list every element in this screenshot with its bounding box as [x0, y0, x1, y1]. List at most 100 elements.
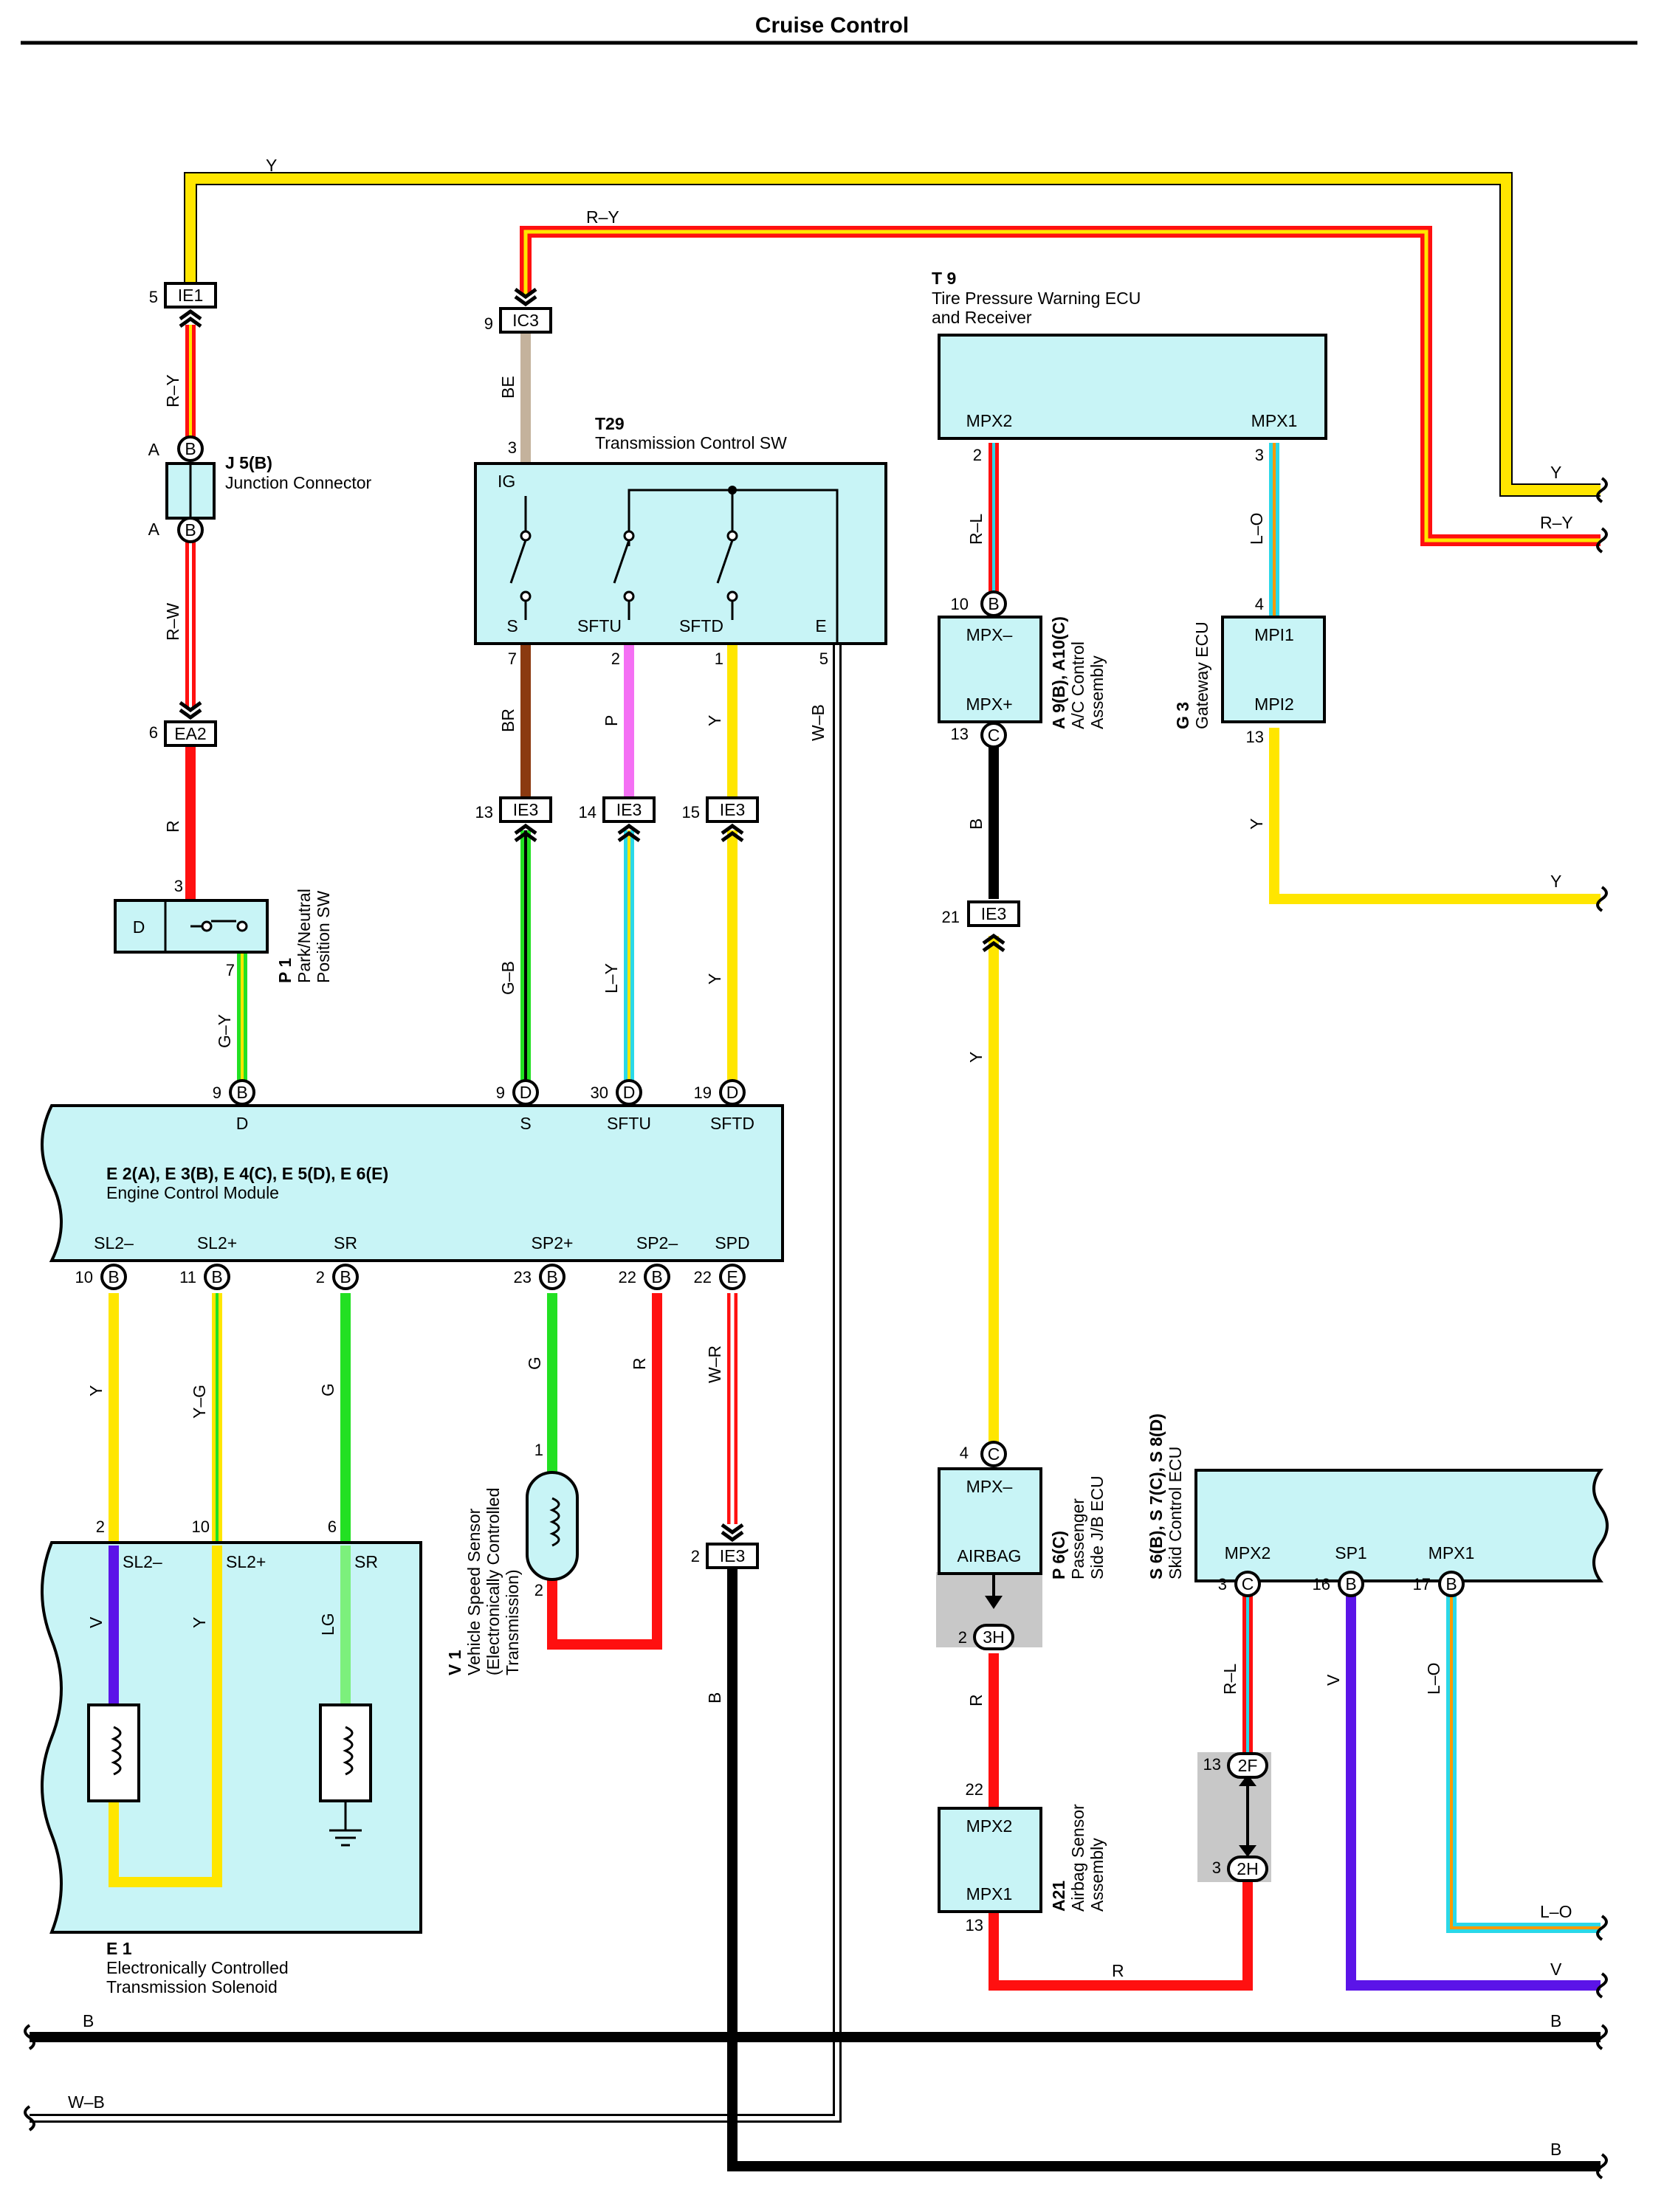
- wire_labels-v_s6: V: [1324, 1674, 1343, 1686]
- components-ecm-top_pins-0: D: [236, 1114, 249, 1133]
- junction-connector-j2h: 3H: [973, 1624, 1014, 1650]
- pins-a21_bot: 13: [966, 1916, 983, 1934]
- round-connector-letter: D: [520, 1083, 532, 1102]
- j5-pin-bottom: A: [148, 520, 160, 539]
- wire-y-top-outline: [184, 172, 1601, 497]
- wire_labels-right_y2: Y: [1550, 872, 1561, 891]
- components-v1-name2: (Electronically Controlled: [484, 1488, 503, 1675]
- wire_labels-r_p1: R: [163, 820, 182, 833]
- pins-a21_top: 22: [966, 1780, 983, 1799]
- round-connector: C: [1234, 1571, 1261, 1597]
- pins-ie3_14: 14: [579, 803, 597, 821]
- components-ecm-top_pins-1: S: [520, 1114, 531, 1133]
- pins-e1_sl2p: 10: [192, 1517, 210, 1536]
- components-e1-sl2m: SL2–: [123, 1552, 162, 1571]
- components-t9-name2: and Receiver: [932, 308, 1032, 327]
- connector-ie3: IE3: [499, 796, 552, 843]
- pins-ecm_sp2p: 23: [514, 1268, 532, 1286]
- components-t29-sftd: SFTD: [679, 616, 723, 635]
- round-connector-letter: B: [211, 1267, 222, 1286]
- pins-p6_top: 4: [960, 1444, 969, 1462]
- round-connector: B: [980, 590, 1007, 617]
- components-v1-name1: Vehicle Speed Sensor: [464, 1508, 484, 1675]
- pins-p1_out: 7: [226, 961, 235, 979]
- components-e1-sl2p: SL2+: [226, 1552, 266, 1571]
- wire_labels-r_p6: R: [966, 1694, 986, 1706]
- components-ecm-top_pins-3: SFTD: [710, 1114, 754, 1133]
- round-connector: B: [229, 1079, 255, 1106]
- wire_labels-right_ry: R–Y: [1540, 513, 1573, 532]
- components-t29-ig: IG: [498, 472, 515, 491]
- pins-ea2: 6: [149, 723, 158, 742]
- round-connector-letter: D: [726, 1083, 739, 1102]
- ac-control-a9: MPX– MPX+ A 9(B), A10(C) A/C Control Ass…: [938, 616, 1107, 729]
- wire_labels-right_y1: Y: [1550, 463, 1561, 482]
- round-connector: D: [719, 1079, 746, 1106]
- pins-ecm_s: 9: [496, 1083, 505, 1102]
- components-a21-name1: Airbag Sensor: [1068, 1804, 1087, 1912]
- components-p1-d: D: [133, 917, 145, 937]
- components-s6-sp1: SP1: [1335, 1543, 1366, 1562]
- engine-control-module: E 2(A), E 3(B), E 4(C), E 5(D), E 6(E) E…: [41, 1104, 784, 1262]
- junction-connector-label: 3H: [983, 1627, 1004, 1647]
- pins-t29_e: 5: [819, 650, 828, 668]
- components-ecm-bottom_pins-0: SL2–: [94, 1233, 134, 1253]
- components-p6-code: P 6(C): [1049, 1531, 1068, 1579]
- components-ecm-bottom_pins-3: SP2+: [532, 1233, 574, 1253]
- components-ecm-bottom_pins-2: SR: [334, 1233, 357, 1253]
- round-connector-letter: B: [1345, 1574, 1356, 1593]
- wire_labels-right_b2: B: [1550, 2140, 1561, 2159]
- pins-v1_2: 2: [534, 1581, 543, 1599]
- round-connector-letter: B: [108, 1267, 119, 1286]
- connector-ie3: IE3: [967, 900, 1020, 953]
- wire_labels-be: BE: [498, 376, 518, 399]
- pins-s6_mpx1: 17: [1413, 1575, 1431, 1593]
- connector-ea2: EA2: [164, 700, 217, 747]
- pins-t29_s: 7: [508, 650, 517, 668]
- junction-connector-label: 2H: [1237, 1859, 1258, 1878]
- gateway-ecu-g3: MPI1 MPI2 G 3 Gateway ECU: [1173, 616, 1326, 729]
- wire_labels-gb: G–B: [498, 961, 518, 995]
- connector-label: IE3: [981, 904, 1007, 923]
- wire-labels: Y R–Y R–Y R–W R G–Y BE BR P Y W–B G–B L–…: [68, 156, 1573, 2159]
- round-connector-letter: B: [236, 1083, 247, 1102]
- round-connector-letter: C: [1242, 1574, 1254, 1593]
- pins-p6_bot: 2: [958, 1628, 967, 1647]
- components-s6-name: Skid Control ECU: [1166, 1447, 1185, 1579]
- wire_labels-y_sftd2: Y: [705, 974, 724, 985]
- wire_labels-y_sl2m: Y: [86, 1385, 106, 1396]
- pins-e1_sl2m: 2: [96, 1517, 105, 1536]
- connector-label: IC3: [512, 311, 539, 330]
- wire_labels-y_ie3: Y: [966, 1052, 986, 1063]
- wire_labels-rl_s6: R–L: [1220, 1664, 1240, 1695]
- connector-label: IE3: [513, 800, 539, 819]
- passenger-jb-ecu-p6: MPX– AIRBAG P 6(C) Passenger Side J/B EC…: [936, 1467, 1107, 1647]
- pins-ecm_sl2p: 11: [179, 1268, 196, 1286]
- components-g3-mpi2: MPI2: [1254, 695, 1294, 714]
- wire_labels-right_b1: B: [1550, 2011, 1561, 2030]
- components-ecm-bottom_pins-5: SPD: [715, 1233, 749, 1253]
- junction-connector-j2f: 2F: [1227, 1752, 1268, 1779]
- components-e1-code: E 1: [106, 1939, 132, 1958]
- wire_labels-ry_ie1: R–Y: [163, 374, 182, 407]
- components-g3-name: Gateway ECU: [1192, 621, 1211, 729]
- pins-ecm_d: 9: [213, 1083, 221, 1102]
- pins-g3_top: 4: [1255, 595, 1264, 613]
- round-connector-letter: D: [623, 1083, 636, 1102]
- components-t29-sftu: SFTU: [577, 616, 622, 635]
- wire_labels-y_g3: Y: [1247, 819, 1266, 830]
- wire_labels-y_sftd: Y: [705, 715, 724, 726]
- wire_labels-wr: W–R: [705, 1346, 724, 1383]
- j5-name: Junction Connector: [225, 473, 372, 492]
- pin-numbers: 5 9 6 3 7 3 7 2 1 5 13 14 15 21 2 2 3 10…: [75, 288, 1431, 1934]
- components-v1-code: V 1: [445, 1650, 464, 1675]
- components-g3-code: G 3: [1173, 702, 1192, 729]
- park-neutral-sw-p1: D P 1 Park/Neutral Position SW: [114, 889, 333, 983]
- pins-v1_1: 1: [534, 1441, 543, 1459]
- page-title: Cruise Control: [755, 13, 909, 38]
- components-a9-code: A 9(B), A10(C): [1049, 616, 1068, 729]
- wire_labels-lg_e1: LG: [318, 1613, 337, 1636]
- transmission-control-sw-t29: T29 Transmission Control SW IG S SFTU SF…: [474, 414, 887, 645]
